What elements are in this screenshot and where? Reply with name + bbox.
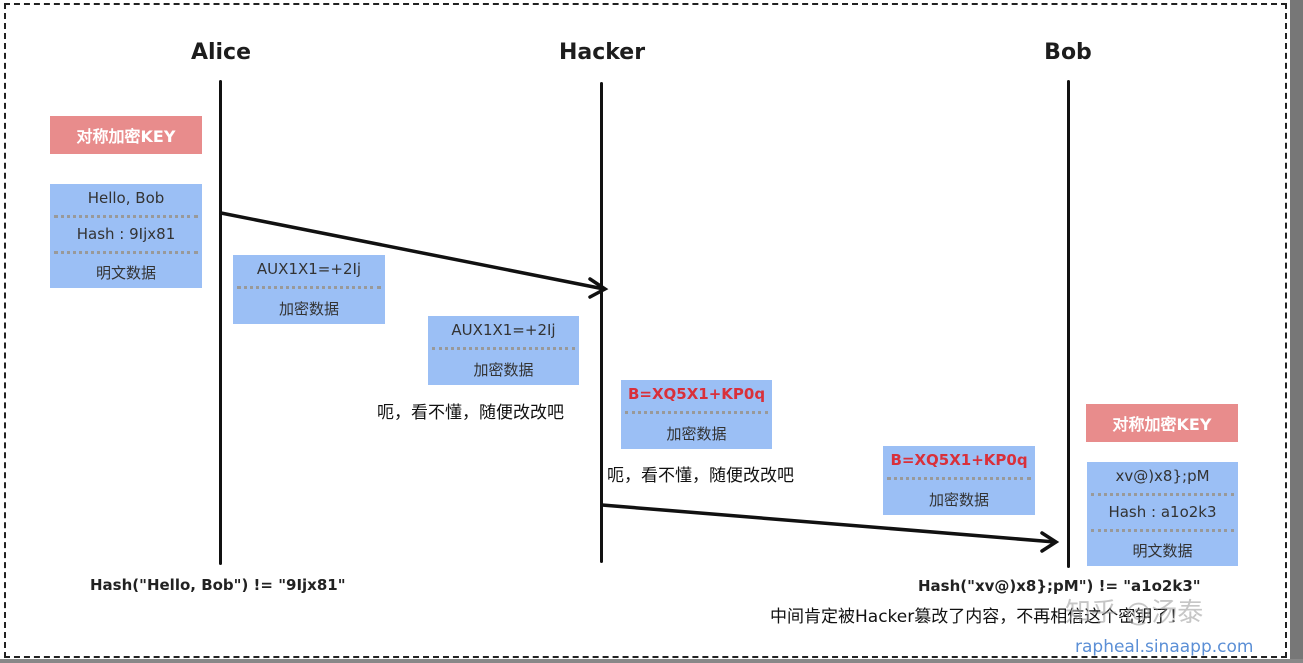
alice-message-text: Hello, Bob (87, 188, 165, 207)
divider (237, 286, 381, 290)
divider (54, 251, 198, 255)
hacker-tampered-block: B=XQ5X1+KP0q 加密数据 (621, 380, 772, 449)
scrollbar-strip (1290, 0, 1303, 663)
arrow-alice-to-hacker (219, 211, 606, 291)
hacker-note-1: 呃，看不懂，随便改改吧 (377, 403, 564, 423)
divider (887, 477, 1031, 481)
ciphertext-text: AUX1X1=+2Ij (256, 260, 362, 279)
lifeline-hacker (600, 82, 603, 563)
encrypted-label: 加密数据 (928, 490, 989, 509)
hacker-note-2: 呃，看不懂，随便改改吧 (607, 466, 794, 486)
bottom-strip (0, 659, 1303, 663)
alice-hash-formula: Hash("Hello, Bob") != "9Ijx81" (90, 576, 346, 594)
actor-alice: Alice (190, 40, 252, 65)
bob-garbled-text: xv@)x8};pM (1115, 466, 1210, 485)
hacker-received-block: AUX1X1=+2Ij 加密数据 (428, 316, 579, 385)
alice-plaintext-label: 明文数据 (95, 264, 156, 283)
divider (1091, 492, 1234, 496)
bob-hash-formula: Hash("xv@)x8};pM") != "a1o2k3" (918, 577, 1201, 595)
divider (1091, 529, 1234, 533)
lifeline-bob (1067, 80, 1070, 568)
encrypted-label: 加密数据 (278, 299, 339, 318)
arrow-head-2 (1040, 531, 1060, 553)
zhihu-watermark: 知乎 @汤泰 (1065, 598, 1204, 628)
source-url: rapheal.sinaapp.com (1075, 637, 1254, 657)
divider (625, 411, 768, 415)
tampered-ciphertext-text: B=XQ5X1+KP0q (627, 385, 766, 404)
actor-bob: Bob (1044, 40, 1092, 65)
encrypted-label: 加密数据 (473, 360, 534, 379)
tampered-ciphertext-text: B=XQ5X1+KP0q (890, 451, 1028, 470)
alice-encrypted-block: AUX1X1=+2Ij 加密数据 (233, 255, 385, 324)
diagram-frame (4, 3, 1287, 658)
arrow-hacker-to-bob (600, 503, 1057, 544)
bob-conclusion: 中间肯定被Hacker篡改了内容，不再相信这个密钥了！ (770, 607, 1187, 627)
arrow-head-1 (588, 277, 609, 299)
divider (54, 214, 198, 218)
alice-plaintext-block: Hello, Bob Hash : 9Ijx81 明文数据 (50, 184, 202, 288)
lifeline-alice (219, 80, 222, 565)
bob-hash-text: Hash : a1o2k3 (1108, 503, 1217, 522)
bob-decrypted-block: xv@)x8};pM Hash : a1o2k3 明文数据 (1087, 462, 1238, 566)
bob-plaintext-label: 明文数据 (1132, 542, 1193, 561)
bob-key-badge: 对称加密KEY (1086, 404, 1238, 442)
divider (432, 347, 575, 351)
ciphertext-text: AUX1X1=+2Ij (451, 321, 556, 340)
alice-key-badge: 对称加密KEY (50, 116, 202, 154)
bob-received-block: B=XQ5X1+KP0q 加密数据 (883, 446, 1035, 515)
alice-hash-text: Hash : 9Ijx81 (76, 225, 176, 244)
encrypted-label: 加密数据 (666, 424, 727, 443)
actor-hacker: Hacker (558, 40, 646, 65)
